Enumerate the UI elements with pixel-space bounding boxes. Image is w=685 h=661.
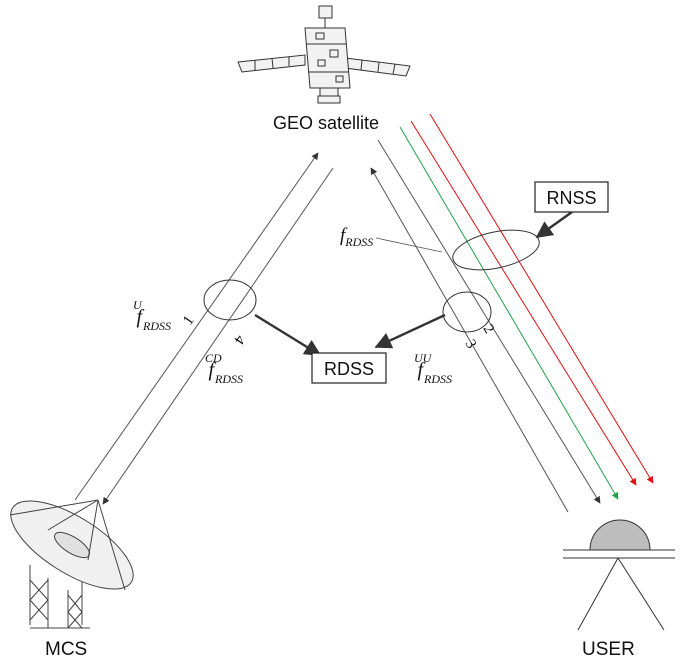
freq-rdss-user-down: fRDSS	[340, 225, 373, 249]
mcs-dish-icon	[9, 499, 134, 629]
rdss-box	[311, 352, 387, 384]
rnss-green-line	[399, 126, 619, 500]
rnss-box	[534, 181, 609, 213]
user-terminal-icon	[563, 519, 675, 631]
rnss-red-line-1	[410, 120, 637, 486]
rnss-red-line-2	[429, 113, 654, 484]
rnss-label: RNSS	[546, 188, 596, 208]
frdss-leader-line	[375, 237, 443, 253]
link-number-1: 1	[180, 313, 197, 328]
user-to-rdss-arrow	[374, 313, 446, 349]
rdss-label: RDSS	[324, 359, 374, 379]
link-number-2: 2	[480, 322, 498, 336]
user-label: USER	[582, 639, 635, 660]
satellite-icon	[237, 5, 411, 104]
rnss-box-arrow	[535, 211, 573, 238]
mcs-uplink-line	[74, 152, 319, 501]
link-number-3: 3	[462, 337, 480, 351]
mcs-to-rdss-arrow	[254, 313, 322, 357]
rnss-ellipse	[452, 229, 540, 271]
satellite-label: GEO satellite	[273, 113, 379, 133]
mcs-link-ellipse	[203, 279, 257, 321]
user-downlink-line	[377, 139, 601, 504]
user-uplink-line	[370, 167, 569, 513]
freq-rdss-center-down: fRDSSCD	[205, 351, 243, 386]
link-number-4: 4	[230, 332, 248, 348]
freq-rdss-user-up: fRDSSUU	[414, 351, 452, 386]
user-link-ellipse	[442, 291, 492, 333]
mcs-label: MCS	[45, 639, 87, 660]
freq-rdss-uplink: fRDSSU	[133, 298, 171, 333]
mcs-downlink-line	[102, 167, 334, 505]
